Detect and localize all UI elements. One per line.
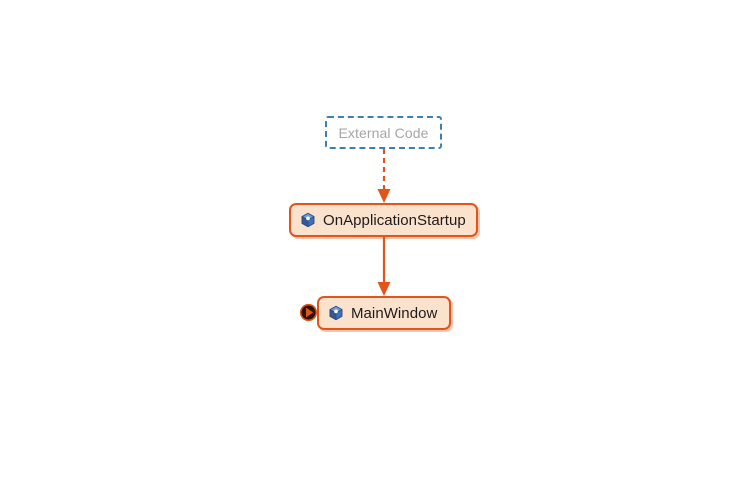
current-execution-pointer-icon[interactable] — [299, 303, 318, 322]
method-cube-icon — [329, 305, 343, 321]
method-cube-icon — [301, 212, 315, 228]
node-main-window[interactable]: MainWindow — [317, 296, 451, 330]
node-main-window-label: MainWindow — [351, 304, 438, 322]
edge-external-to-startup — [377, 149, 391, 203]
node-on-application-startup[interactable]: OnApplicationStartup — [289, 203, 478, 237]
node-external-code[interactable]: External Code — [325, 116, 442, 149]
node-external-code-label: External Code — [338, 124, 429, 141]
node-on-application-startup-label: OnApplicationStartup — [323, 211, 466, 229]
edge-startup-to-mainwindow — [377, 237, 391, 296]
